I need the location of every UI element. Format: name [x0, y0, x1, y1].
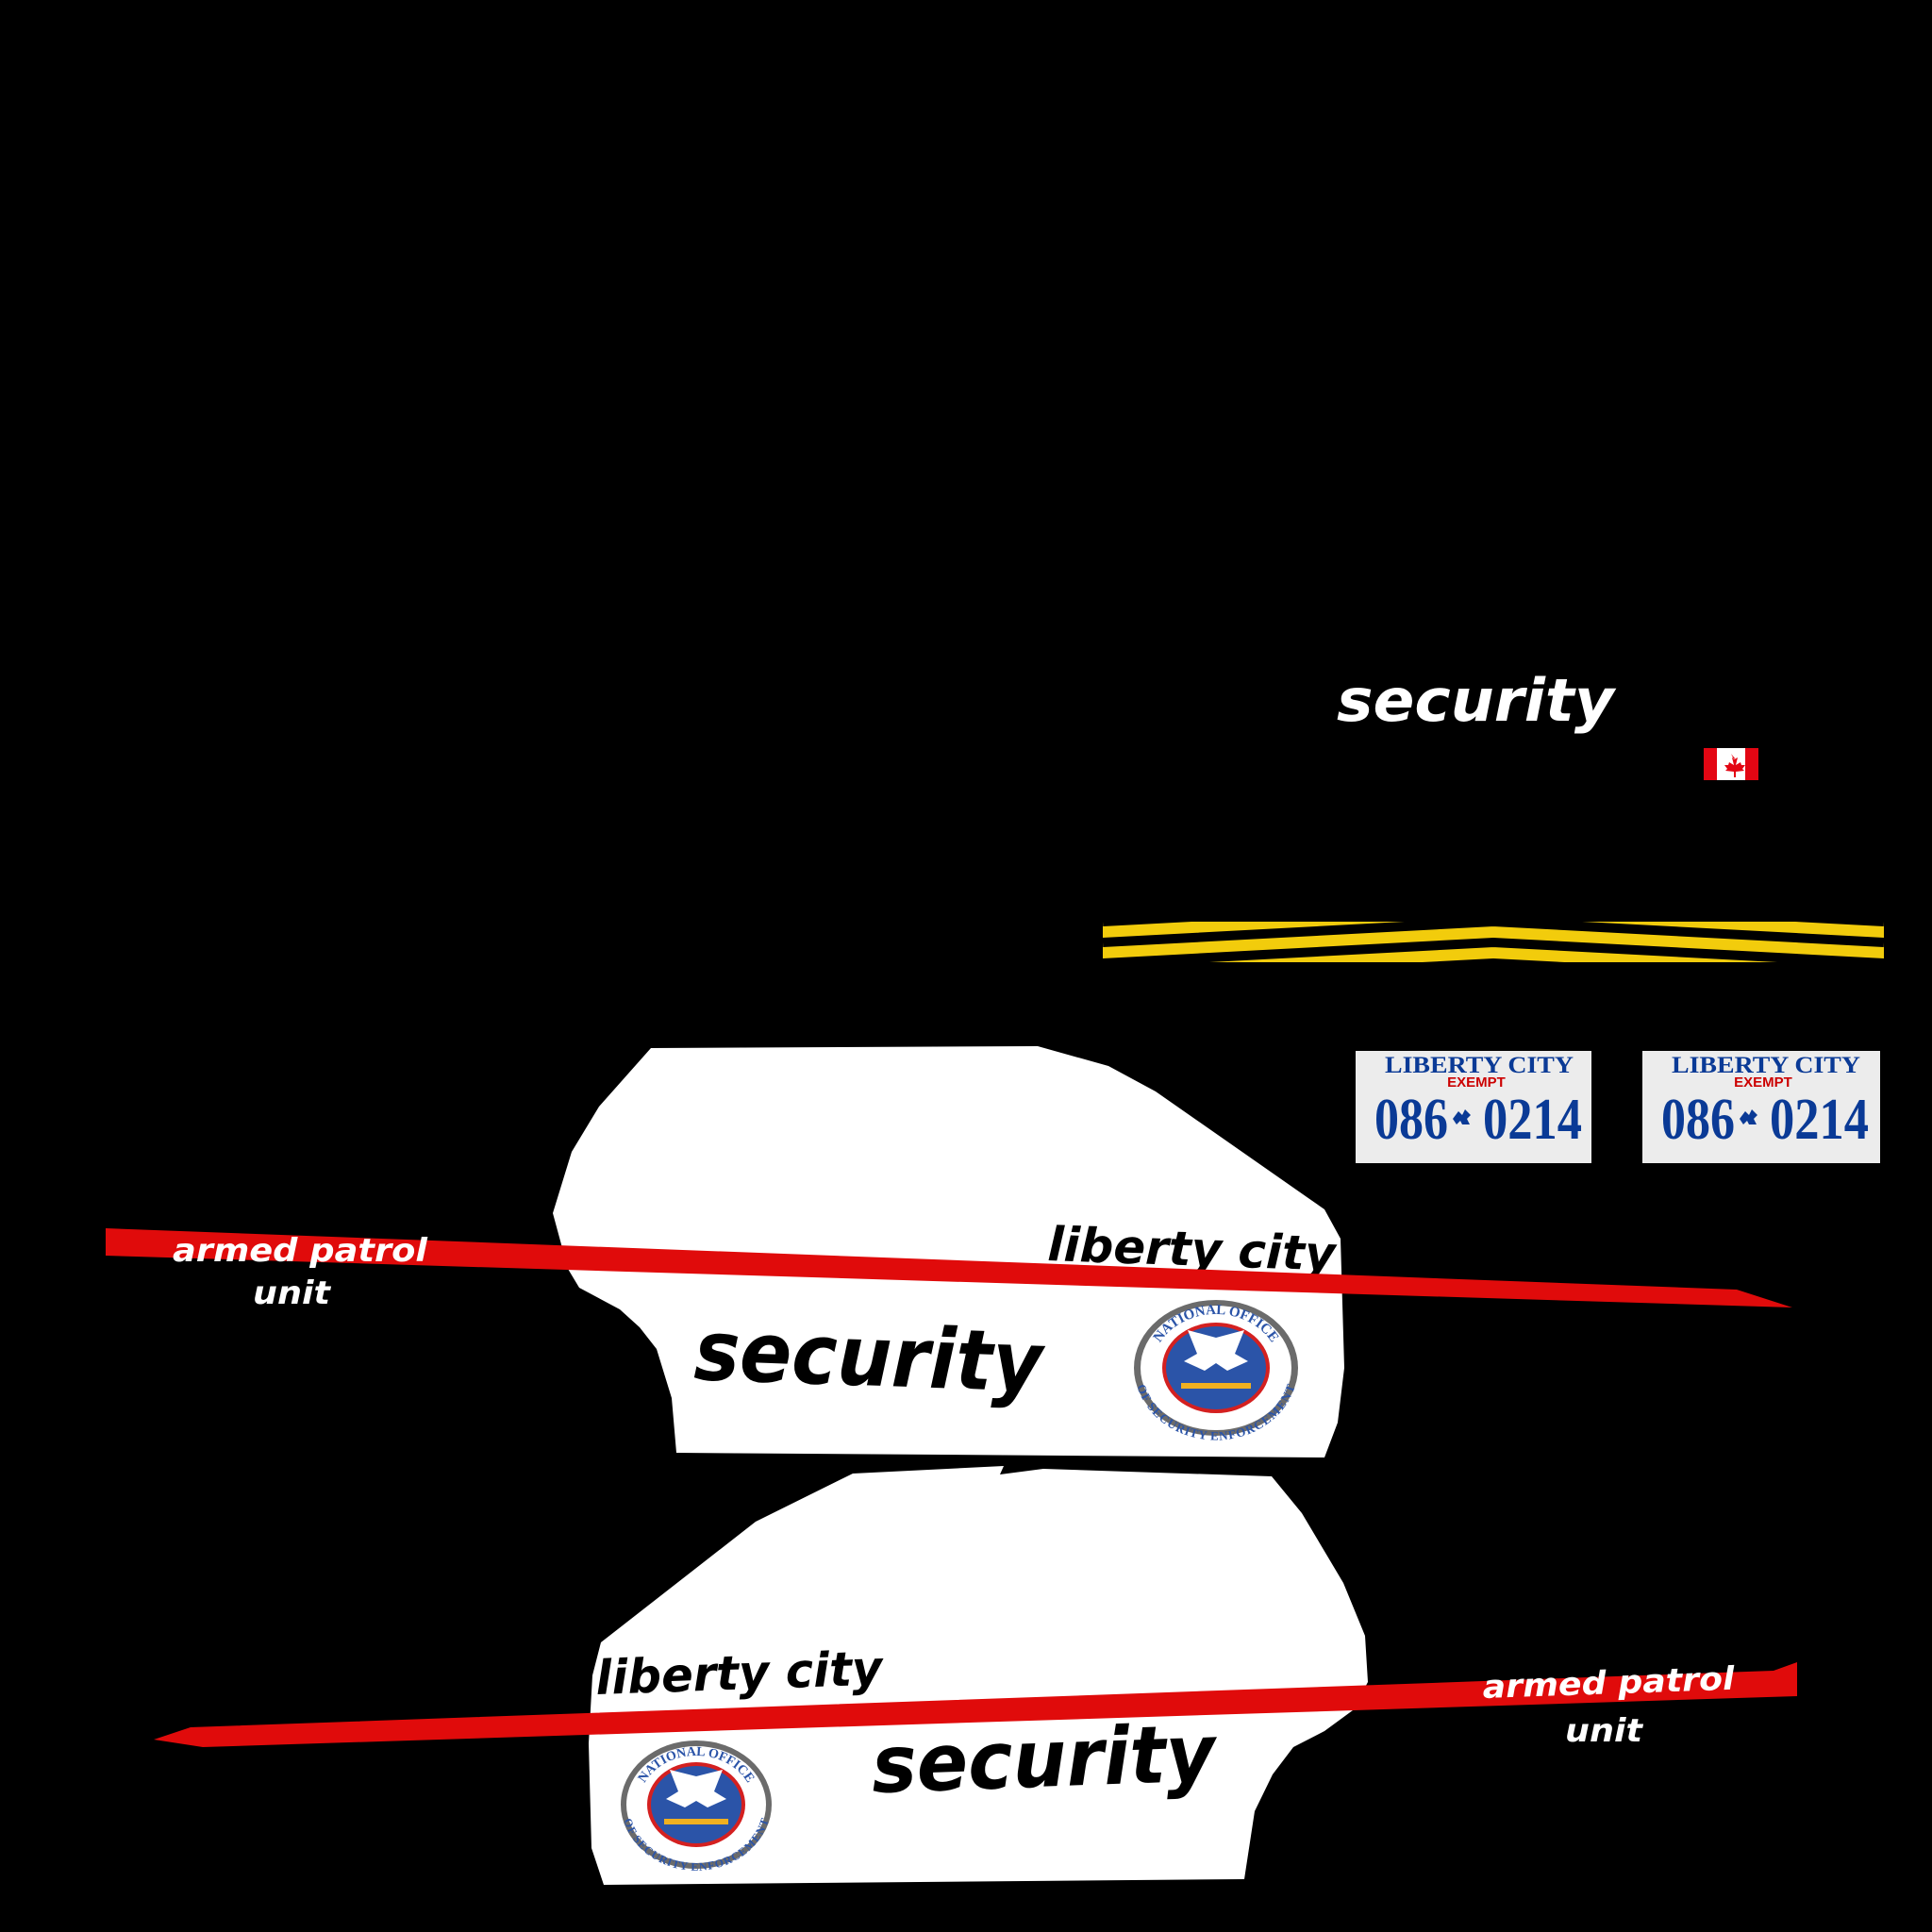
security-title: security [692, 1302, 1047, 1411]
canada-flag-icon [1704, 748, 1758, 780]
plate-number-right: 0214 [1770, 1088, 1869, 1152]
plate-type: EXEMPT [1734, 1074, 1792, 1091]
plate-region: LIBERTY CITY [1385, 1053, 1574, 1078]
eagle-icon [666, 1770, 726, 1807]
plate-region: LIBERTY CITY [1672, 1053, 1860, 1078]
unit-text: unit [253, 1274, 332, 1312]
red-stripe [154, 1662, 1797, 1747]
license-plate-front: LIBERTY CITY EXEMPT 086 0214 [1356, 1051, 1591, 1163]
plate-number-left: 086 [1374, 1088, 1448, 1152]
security-title: security [870, 1707, 1219, 1811]
security-seal: NATIONAL OFFICE OF SECURITY ENFORCEMENT [1134, 1300, 1298, 1443]
plate-number-right: 0214 [1483, 1088, 1582, 1152]
license-plate-rear: LIBERTY CITY EXEMPT 086 0214 [1642, 1051, 1880, 1163]
plate-emblem-icon [1453, 1109, 1471, 1124]
plate-number-left: 086 [1661, 1088, 1735, 1152]
armed-patrol-text: armed patrol [173, 1232, 428, 1270]
plate-emblem-icon [1740, 1109, 1757, 1124]
plate-type: EXEMPT [1447, 1074, 1506, 1091]
city-text: liberty city [594, 1641, 885, 1706]
red-stripe [106, 1228, 1792, 1307]
roof-security-text: security [1337, 666, 1617, 735]
hazard-chevron-stripe [1103, 922, 1884, 962]
key-icon [664, 1819, 728, 1824]
left-side-panel: liberty city armed patrol unit security … [154, 1466, 1797, 1885]
right-side-panel: liberty city armed patrol unit security … [106, 1046, 1792, 1457]
key-icon [1181, 1383, 1251, 1389]
eagle-icon [1184, 1330, 1248, 1371]
armed-patrol-text: armed patrol [1482, 1660, 1737, 1707]
unit-text: unit [1565, 1712, 1644, 1750]
